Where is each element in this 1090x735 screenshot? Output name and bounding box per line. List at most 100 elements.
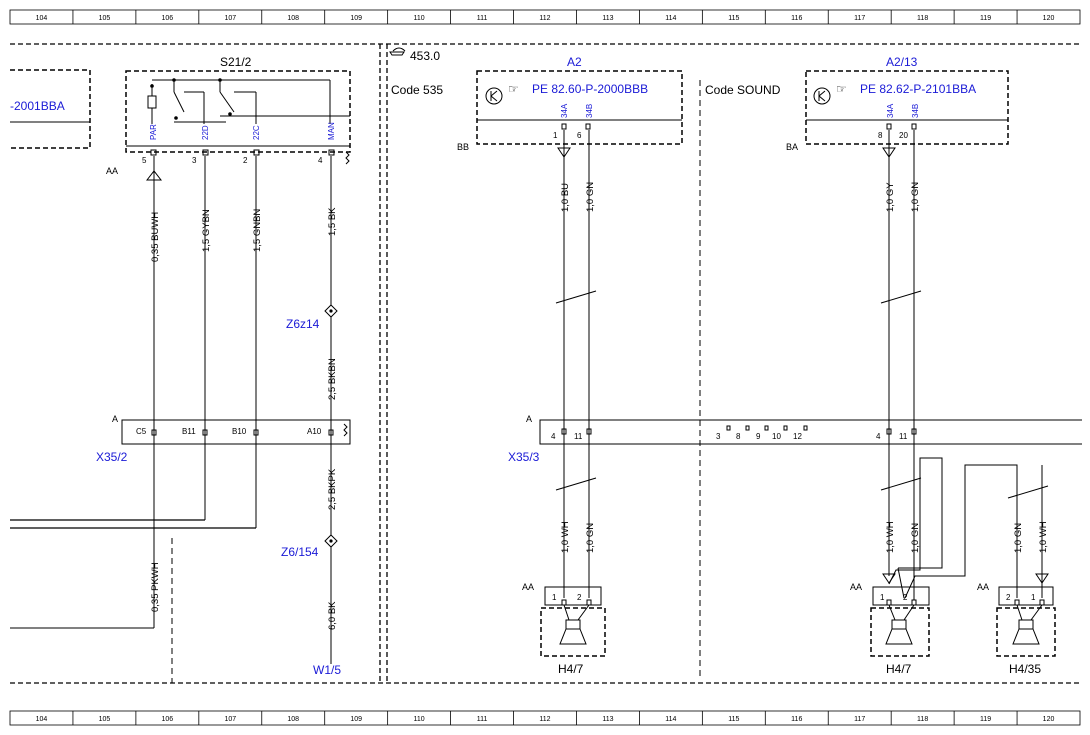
bottom-ruler-col-120: 120	[1043, 716, 1055, 723]
x353-name[interactable]: X35/3	[508, 450, 540, 464]
wire-label-bkbn: 2,5 BKBN	[327, 358, 338, 400]
wire-label-pkwh: 0,35 PKWH	[150, 562, 161, 612]
x353-pin-m4: 10	[772, 432, 781, 441]
a213-pin-label-2: 34B	[911, 104, 920, 118]
x352-pin-a10: A10	[307, 427, 322, 436]
bottom-ruler-col-106: 106	[162, 716, 174, 723]
top-ruler-col-117: 117	[854, 15, 865, 22]
speaker1-name: H4/7	[558, 662, 584, 676]
top-ruler-col-112: 112	[539, 15, 550, 22]
x352-pin-c5: C5	[136, 427, 147, 436]
switch-pin-num-4: 4	[318, 156, 323, 165]
switch-s21-2: S21/2 PAR 22D 22C MAN 5 3 2 4 AA	[106, 55, 351, 176]
code-535-label: Code 535	[391, 83, 443, 97]
bottom-ruler-col-111: 111	[477, 716, 488, 723]
x353-pin-l2: 11	[574, 432, 583, 441]
wire-label-buwh: 0,35 BUWH	[150, 212, 161, 262]
bottom-ruler-col-116: 116	[791, 716, 802, 723]
h435-wire-2: 1,0 WH	[1038, 521, 1049, 553]
a213-pin-num-1: 8	[878, 131, 883, 140]
x353-pin-r1: 4	[876, 432, 881, 441]
speaker2-connector: AA	[850, 582, 862, 592]
a2-wire-bot-2: 1,0 GN	[585, 523, 596, 553]
speaker2-name: H4/7	[886, 662, 912, 676]
x353-pin-r2: 11	[899, 432, 908, 441]
x352-name[interactable]: X35/2	[96, 450, 128, 464]
h435-wire-1: 1,0 GN	[1013, 523, 1024, 553]
top-ruler-col-114: 114	[665, 15, 676, 22]
splice-z6z14[interactable]: Z6z14	[286, 317, 320, 331]
a2-connector-id: BB	[457, 142, 469, 152]
switch-pin-label-2: 22D	[201, 125, 210, 140]
bottom-ruler-col-119: 119	[980, 716, 991, 723]
a2-name[interactable]: A2	[567, 55, 582, 69]
speaker1-pin1: 1	[552, 593, 557, 602]
code-sound-label: Code SOUND	[705, 83, 781, 97]
module-a2: A2 ☞ PE 82.60-P-2000BBB 34A 34B 1 6 BB	[457, 55, 683, 152]
a213-ref[interactable]: PE 82.62-P-2101BBA	[860, 82, 976, 96]
wire-label-6bk: 6,0 BK	[327, 601, 338, 630]
bottom-ruler-col-109: 109	[350, 716, 362, 723]
x352-letter: A	[112, 414, 118, 424]
module-a2-13: A2/13 ☞ PE 82.62-P-2101BBA 34A 34B 8 20 …	[786, 55, 1009, 152]
x353-letter: A	[526, 414, 532, 424]
a2-wire-top-1: 1,0 BU	[560, 183, 571, 212]
a2-wire-top-2: 1,0 GN	[585, 182, 596, 212]
a2-ref[interactable]: PE 82.60-P-2000BBB	[532, 82, 648, 96]
speaker-h4-35: AA 2 1 H4/35	[977, 582, 1056, 676]
x352-pin-b10: B10	[232, 427, 247, 436]
x353-pin-m5: 12	[793, 432, 802, 441]
top-ruler-col-111: 111	[477, 15, 488, 22]
speaker3-connector: AA	[977, 582, 989, 592]
a213-pointer-icon: ☞	[836, 82, 847, 96]
a2-pin-num-1: 1	[553, 131, 558, 140]
switch-pin-label-3: 22C	[252, 125, 261, 140]
a213-pin-label-1: 34A	[886, 103, 895, 118]
bottom-ruler-col-115: 115	[728, 716, 739, 723]
page-ref-number[interactable]: 453.0	[410, 49, 440, 63]
a213-wire-bot-1: 1,0 WH	[885, 521, 896, 553]
a2-pin-label-2: 34B	[585, 104, 594, 118]
top-ruler-col-113: 113	[602, 15, 613, 22]
bottom-ruler-col-110: 110	[414, 716, 425, 723]
bottom-ruler-col-114: 114	[665, 716, 676, 723]
connector-x35-2: A C5 B11 B10 A10 X35/2	[96, 414, 351, 464]
wire-label-gybn: 1,5 GYBN	[201, 209, 212, 252]
top-ruler-col-109: 109	[350, 15, 362, 22]
switch-pin-num-1: 5	[142, 156, 147, 165]
switch-pin-num-3: 2	[243, 156, 248, 165]
top-ruler-col-115: 115	[728, 15, 739, 22]
top-ruler-col-107: 107	[224, 15, 236, 22]
bottom-ruler-col-107: 107	[224, 716, 236, 723]
bottom-ruler-col-117: 117	[854, 716, 865, 723]
switch-name: S21/2	[220, 55, 252, 69]
ground-w1-5[interactable]: W1/5	[313, 663, 341, 677]
switch-pin-label-1: PAR	[149, 124, 158, 140]
left-module-ref[interactable]: -2001BBA	[10, 99, 65, 113]
a2-pin-num-2: 6	[577, 131, 582, 140]
top-ruler-col-104: 104	[36, 15, 48, 22]
x353-pin-l1: 4	[551, 432, 556, 441]
a213-name[interactable]: A2/13	[886, 55, 918, 69]
speaker1-connector: AA	[522, 582, 534, 592]
speaker3-pin2: 1	[1031, 593, 1036, 602]
a2-pointer-icon: ☞	[508, 82, 519, 96]
top-ruler-col-120: 120	[1043, 15, 1055, 22]
a213-wire-top-1: 1,0 GY	[885, 182, 896, 212]
speaker3-pin1: 2	[1006, 593, 1011, 602]
speaker1-pin2: 2	[577, 593, 582, 602]
x353-pin-m3: 9	[756, 432, 761, 441]
top-ruler-col-110: 110	[414, 15, 425, 22]
bottom-ruler-col-108: 108	[287, 716, 299, 723]
a2-pin-label-1: 34A	[560, 103, 569, 118]
splice-z6-154[interactable]: Z6/154	[281, 545, 319, 559]
left-wiring: 0,35 BUWH 1,5 GYBN 1,5 GNBN 1,5 BK 2,5 B…	[10, 156, 341, 677]
x353-pin-m2: 8	[736, 432, 741, 441]
connector-x35-3: A 4 11 3 8 9 10 12 4 11 X35/3	[508, 414, 1082, 464]
speaker-h4-7-a: AA 1 2 H4/7	[522, 582, 606, 676]
speaker3-name: H4/35	[1009, 662, 1041, 676]
a2-wire-bot-1: 1,0 WH	[560, 521, 571, 553]
